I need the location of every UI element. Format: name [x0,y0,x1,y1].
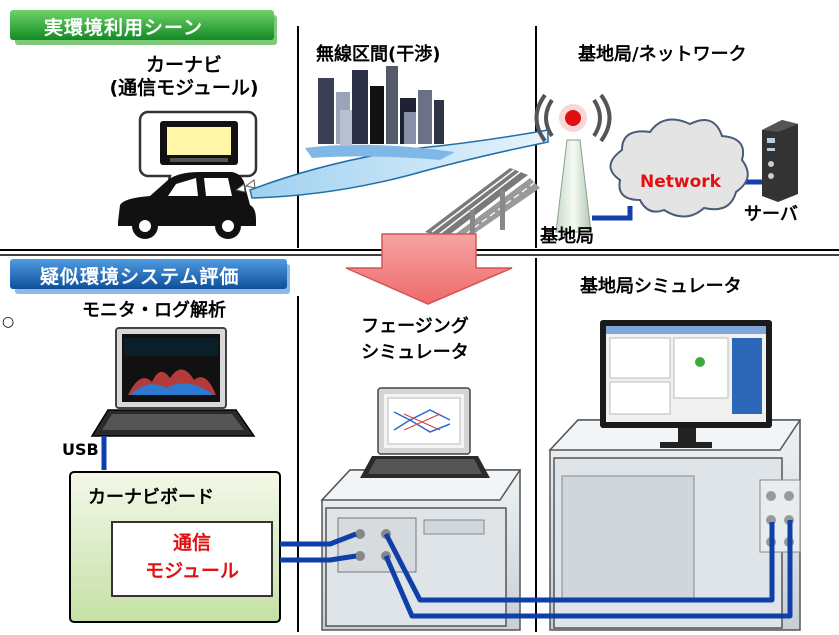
antenna-tower-icon [534,93,612,233]
bs-simulator-title: 基地局シミュレータ [580,276,742,297]
carnavi-line1: カーナビ [145,54,222,76]
wireless-section-title: 無線区間(干渉) [316,44,441,65]
usb-label: USB [62,440,99,459]
radio-wave-beam [234,129,549,199]
fading-simulator-instrument [320,469,522,631]
bullet-mark: ○ [2,314,15,330]
carnavi-bubble [138,110,258,198]
server-icon [762,120,798,202]
fading-sim-title: フェージング シミュレータ [340,314,490,366]
laptop-icon-monitor [90,327,256,437]
highway-icon [425,168,540,242]
basestation-network-title: 基地局/ネットワーク [578,44,747,65]
basestation-label: 基地局 [540,226,594,247]
network-label: Network [640,172,721,192]
real-env-title: 実環境利用シーン [44,17,204,39]
fading-line1: フェージング [361,316,469,337]
carnavi-board-title: カーナビボード [88,487,214,508]
carnavi-board [69,471,281,623]
down-arrow-icon [345,233,513,305]
server-label: サーバ [744,204,798,225]
monitor-icon [600,320,772,448]
cloud-icon [592,118,762,221]
pseudo-env-title: 疑似環境システム評価 [40,266,240,288]
car-icon [118,172,256,239]
fading-line2: シミュレータ [361,342,469,364]
pseudo-env-ribbon [10,259,290,294]
monitor-log-title: モニタ・ログ解析 [82,300,226,321]
real-env-ribbon [10,10,277,45]
fading-laptop-icon [360,387,490,478]
comm-module-line1: 通信 [172,532,211,554]
city-icon [305,66,455,160]
comm-module-label: 通信 モジュール [112,530,272,585]
carnavi-line2: (通信モジュール) [109,76,259,99]
rf-cables [280,520,793,619]
comm-module-line2: モジュール [145,559,239,582]
carnavi-label: カーナビ (通信モジュール) [84,54,284,100]
